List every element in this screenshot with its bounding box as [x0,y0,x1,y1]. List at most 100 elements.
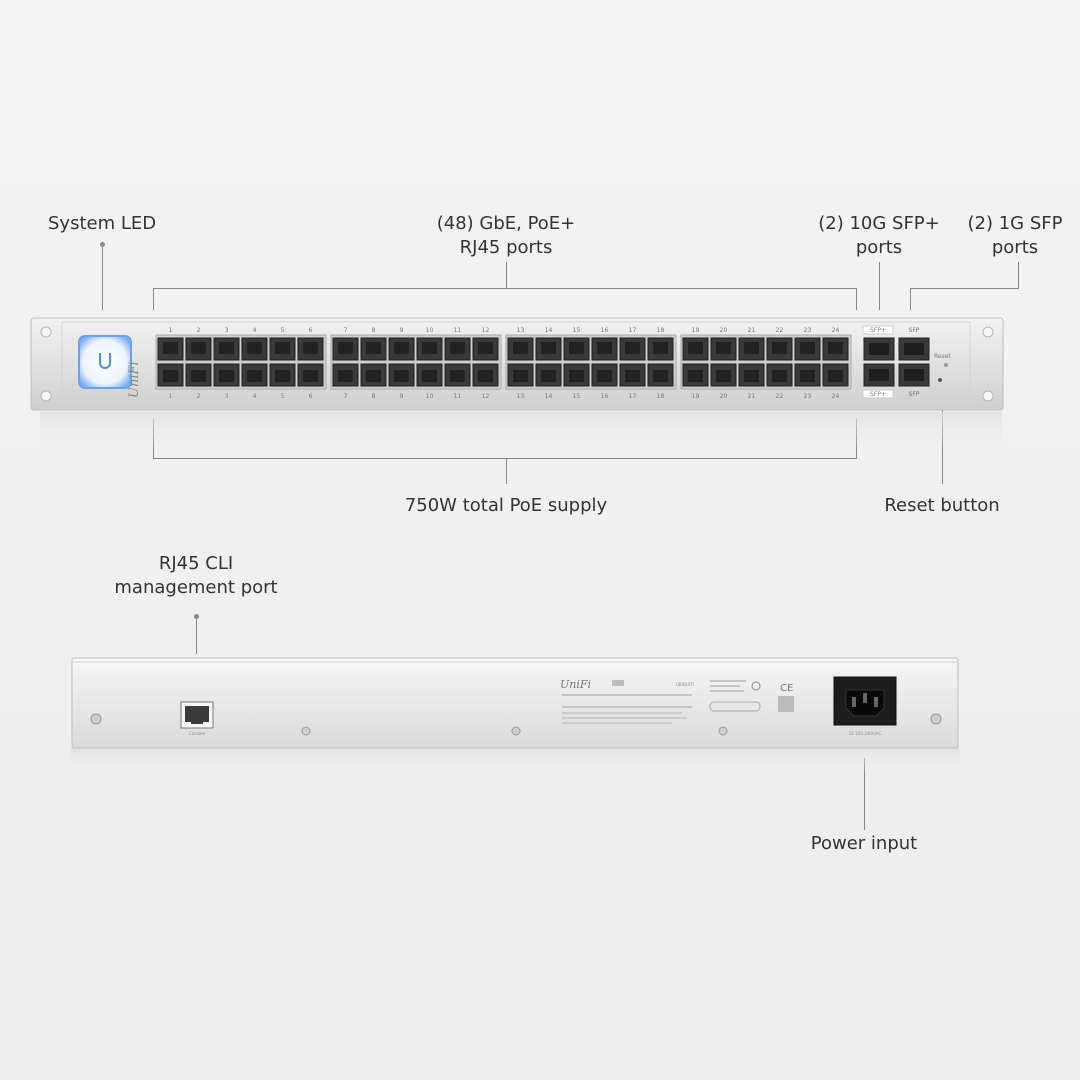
system-led-callout-line [102,244,103,310]
rj45-port-socket [163,342,178,354]
rj45-port-socket [800,370,815,382]
status-indicator-dot [938,378,942,382]
port-number-bottom: 23 [804,393,812,400]
rear-panel-reflection [70,748,960,774]
regulatory-label: UniFi UBIQUITI CE [560,678,794,724]
rj45-port-socket [569,342,584,354]
port-number-top: 21 [748,327,756,334]
front-brand-logo: UniFi [127,361,142,398]
port-number-bottom: 9 [400,393,404,400]
rj45-port-socket [191,342,206,354]
rj45-port-socket [800,342,815,354]
gbe-ports-bracket-right [856,288,857,310]
console-port[interactable]: Console [180,701,214,736]
poe-callout-line [506,458,507,484]
rear-screw [718,726,728,736]
rj45-port-socket [450,370,465,382]
rj45-port-socket [191,370,206,382]
front-panel-reflection [40,412,1002,452]
gbe-ports-bracket-top [153,288,857,289]
rj45-port-socket [744,342,759,354]
port-number-labels: 1122334455667788991010111112121313141415… [169,327,840,400]
port-number-bottom: 15 [573,393,581,400]
sfp-plus-ports: SFP+ SFP+ [862,325,895,399]
rj45-port-socket [653,370,668,382]
rj45-port-socket [716,342,731,354]
rear-screw [301,726,311,736]
poe-bracket-bottom [153,458,857,459]
rj45-port-socket [338,342,353,354]
port-number-top: 1 [169,327,173,334]
rj45-port-socket [513,370,528,382]
cli-port-callout: RJ45 CLI management port [114,553,278,598]
rj45-port-socket [450,342,465,354]
rj45-port-socket [625,370,640,382]
power-input-callout: Power input [810,833,918,854]
rear-screw-left [90,713,102,725]
port-number-bottom: 13 [517,393,525,400]
sfp-callout-line [1018,262,1019,288]
port-number-bottom: 14 [545,393,553,400]
port-number-bottom: 7 [344,393,348,400]
port-number-top: 22 [776,327,784,334]
rear-vendor-logo: UBIQUITI [676,682,694,687]
port-number-top: 15 [573,327,581,334]
sfp-callout-bracket-left [910,288,911,310]
port-number-bottom: 20 [720,393,728,400]
rj45-port-array [155,334,852,390]
rj45-port-socket [478,342,493,354]
port-number-bottom: 22 [776,393,784,400]
rj45-port-socket [247,370,262,382]
cli-port-callout-line [196,616,197,654]
power-inlet[interactable]: 12-100-240V/AC [833,676,897,736]
port-number-bottom: 18 [657,393,665,400]
qr-code-icon [778,696,794,712]
rj45-port-socket [275,370,290,382]
port-number-top: 4 [253,327,257,334]
reset-button-callout: Reset button [884,495,1000,516]
port-number-top: 8 [372,327,376,334]
rear-screw-right [930,713,942,725]
port-number-bottom: 24 [832,393,840,400]
gbe-ports-bracket-left [153,288,154,310]
rj45-port-socket [688,342,703,354]
port-number-top: 10 [426,327,434,334]
port-number-top: 9 [400,327,404,334]
port-number-bottom: 5 [281,393,285,400]
port-number-top: 3 [225,327,229,334]
reset-label: Reset [934,353,951,360]
rj45-port-socket [541,370,556,382]
rj45-port-socket [688,370,703,382]
port-number-top: 2 [197,327,201,334]
rj45-port-socket [828,370,843,382]
rj45-port-socket [247,342,262,354]
port-number-bottom: 16 [601,393,609,400]
power-rating-label: 12-100-240V/AC [849,731,882,736]
rj45-port-socket [303,342,318,354]
sfp-label-top: SFP [909,327,920,334]
sfp-label-bottom: SFP [909,391,920,398]
rj45-port-socket [219,342,234,354]
port-number-bottom: 4 [253,393,257,400]
system-led [78,335,132,389]
rj45-port-socket [366,342,381,354]
sfp-plus-bottom-label: SFP+ [870,391,886,398]
port-number-bottom: 12 [482,393,490,400]
port-number-bottom: 10 [426,393,434,400]
rj45-port-socket [772,370,787,382]
rj45-port-socket [513,342,528,354]
reset-pinhole[interactable] [944,363,948,367]
port-number-top: 18 [657,327,665,334]
rj45-port-socket [478,370,493,382]
port-number-top: 19 [692,327,700,334]
rj45-port-socket [394,342,409,354]
poe-supply-callout: 750W total PoE supply [404,495,608,516]
gbe-ports-callout-line [506,262,507,288]
port-number-top: 17 [629,327,637,334]
rj45-port-socket [163,370,178,382]
port-number-bottom: 1 [169,393,173,400]
port-number-top: 13 [517,327,525,334]
rj45-port-socket [772,342,787,354]
reset-button[interactable]: Reset [934,353,951,382]
